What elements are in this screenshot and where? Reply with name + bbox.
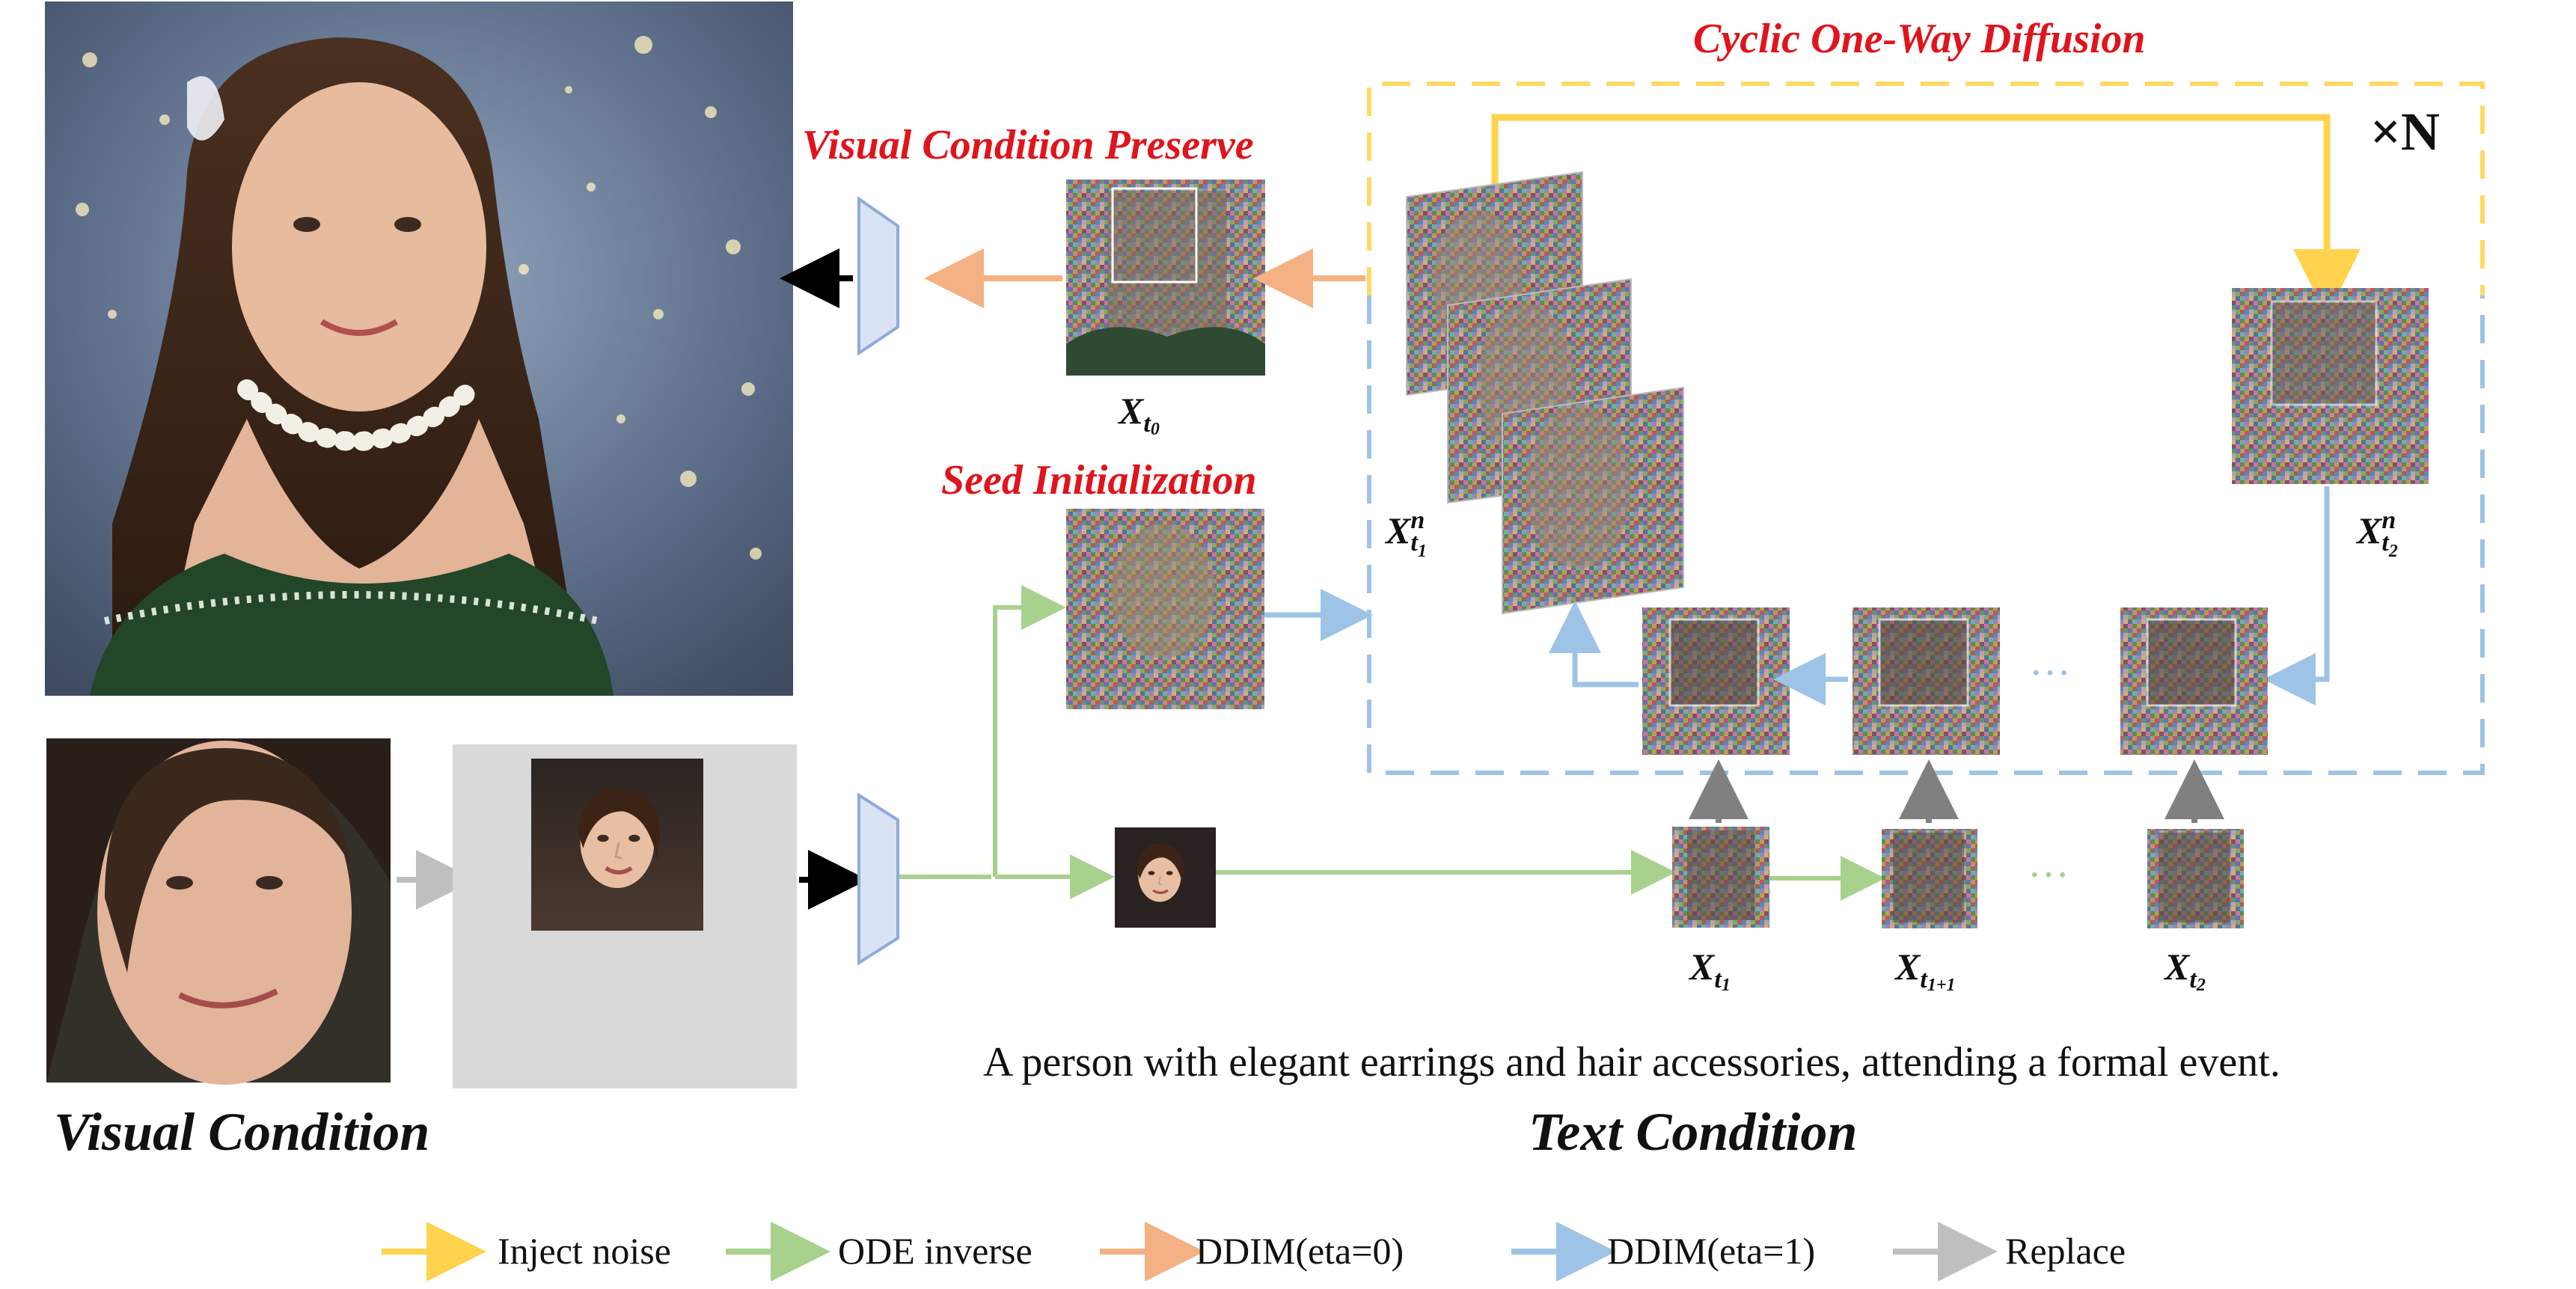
cycle-ellipsis: ··· <box>2029 650 2071 696</box>
seed-title: Seed Initialization <box>941 457 1257 503</box>
legend-ddim-eta1: DDIM(eta=1) <box>1607 1230 1816 1272</box>
legend-ddim-eta0: DDIM(eta=0) <box>1196 1230 1404 1272</box>
step1-to-stack-arrow <box>1549 601 1639 688</box>
xt2-image <box>2147 829 2244 928</box>
encoder <box>857 792 899 966</box>
bottom-ellipsis: ··· <box>2028 852 2069 898</box>
preserve-title: Visual Condition Preserve <box>802 122 1254 168</box>
xt2n-down-arrow <box>2263 486 2330 705</box>
seed-noise-image <box>1066 509 1264 709</box>
cycle-step-1 <box>1642 607 1790 755</box>
xt1p1-image <box>1882 829 1977 928</box>
stacked-noisy-images <box>1406 171 1684 615</box>
visual-condition-image <box>46 738 391 1085</box>
xt2n-image <box>2232 288 2429 484</box>
xt1-image <box>1672 827 1769 928</box>
label-x-t1-plus-1: Xt1+1 <box>1895 946 1956 995</box>
masked-canvas <box>453 744 797 1089</box>
text-condition-label: Text Condition <box>1529 1102 1858 1162</box>
output-image <box>45 1 793 696</box>
decoder <box>857 196 899 356</box>
ode-inverse-lines <box>899 585 1885 901</box>
legend-ode-inverse: ODE inverse <box>838 1230 1032 1272</box>
cycle-step-3 <box>2120 607 2268 755</box>
label-x-t1: Xt1 <box>1689 946 1731 995</box>
legend-inject-noise: Inject noise <box>498 1230 671 1272</box>
legend-replace: Replace <box>2005 1230 2126 1272</box>
label-x-t2: Xt2 <box>2164 946 2206 995</box>
cycle-step-2 <box>1853 607 2000 755</box>
text-prompt: A person with elegant earrings and hair … <box>983 1039 2280 1086</box>
latent-face <box>1115 827 1216 928</box>
times-n-label: ×N <box>2370 102 2441 162</box>
cyclic-title: Cyclic One-Way Diffusion <box>1693 16 2146 62</box>
inject-noise-arrow <box>1491 114 2361 316</box>
visual-condition-label: Visual Condition <box>54 1102 430 1162</box>
label-x-t0: Xt0 <box>1119 390 1160 439</box>
preserve-noisy-image <box>1066 180 1265 376</box>
